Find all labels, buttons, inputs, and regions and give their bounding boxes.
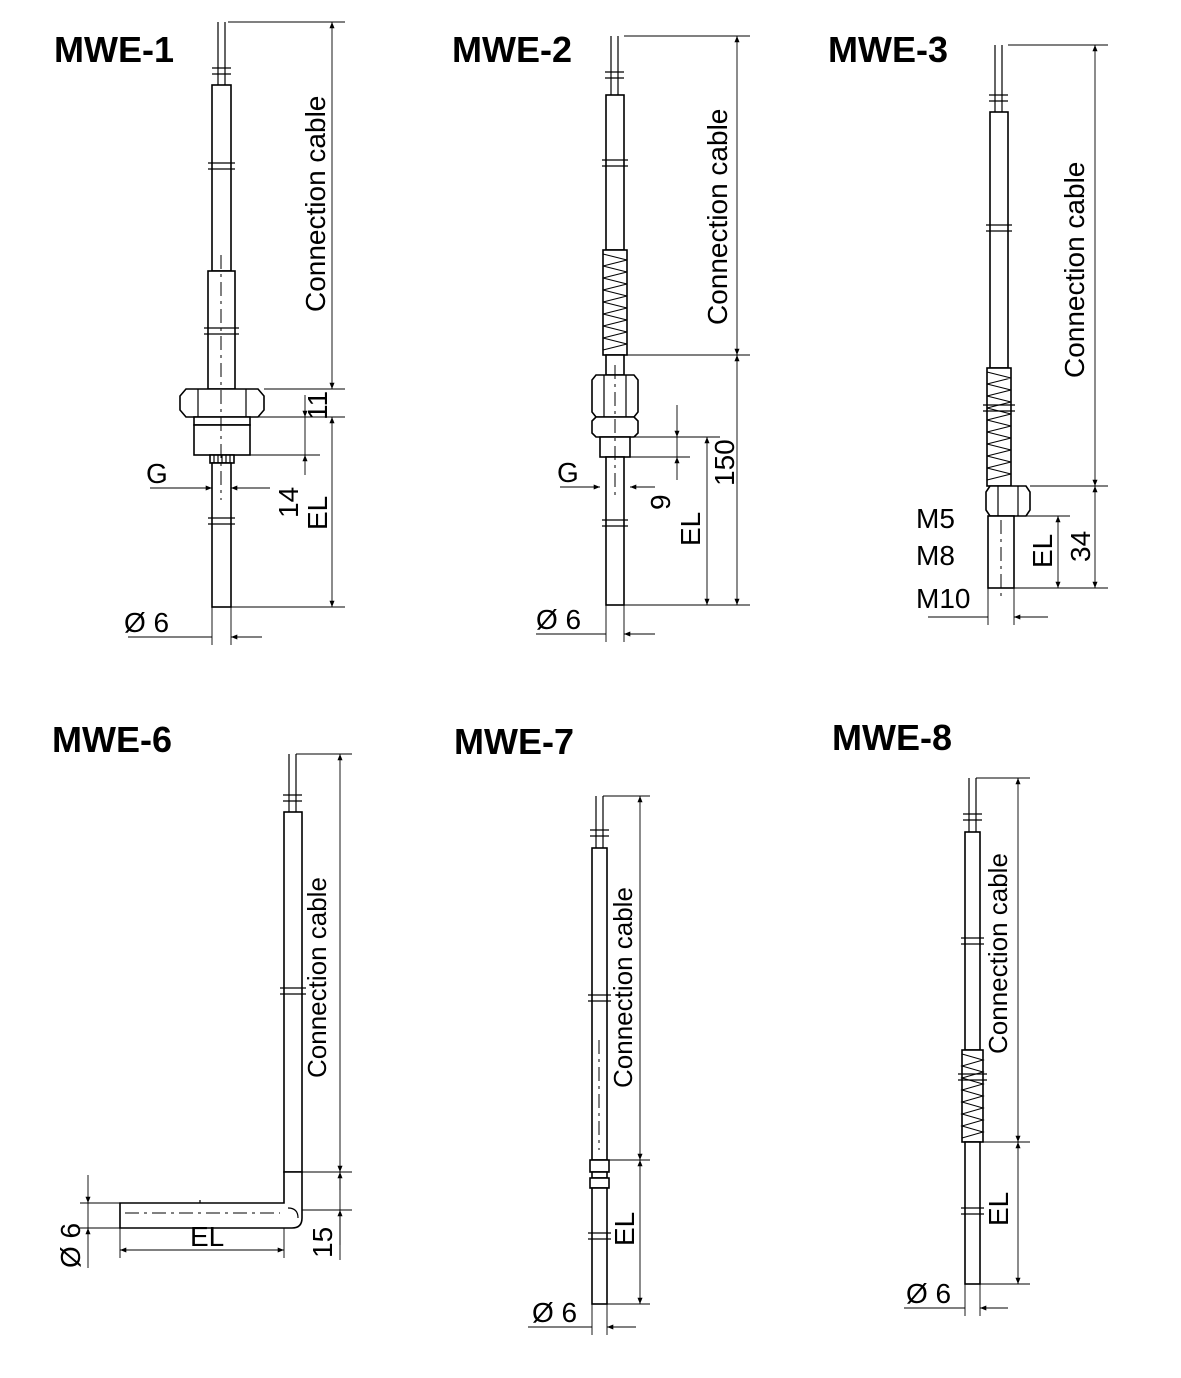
cable-label: Connection cable <box>702 109 733 325</box>
dim-15: 15 <box>307 1227 338 1258</box>
dim-9: 9 <box>645 494 676 510</box>
dim-el: EL <box>1027 534 1058 568</box>
cable-label: Connection cable <box>983 853 1013 1054</box>
cable-label: Connection cable <box>608 887 638 1088</box>
dim-14: 14 <box>273 487 304 518</box>
dim-diameter: Ø 6 <box>532 1297 577 1328</box>
dim-diameter: Ø 6 <box>906 1278 951 1309</box>
dim-g: G <box>146 458 168 489</box>
diagram-mwe-3: MWE-3 Connection cable 34 EL <box>828 29 1108 625</box>
cable-label: Connection cable <box>302 877 332 1078</box>
diagram-mwe-1: MWE-1 <box>54 21 345 645</box>
dim-el: EL <box>190 1221 224 1252</box>
dim-el: EL <box>983 1192 1014 1226</box>
diagram-mwe-2: MWE-2 <box>452 29 750 642</box>
diagram-mwe-8: MWE-8 Connection cable EL Ø 6 <box>832 717 1030 1316</box>
cable-label: Connection cable <box>1059 162 1090 378</box>
cable-label: Connection cable <box>300 96 331 312</box>
thread-m5: M5 <box>916 503 955 534</box>
dim-el: EL <box>302 496 333 530</box>
diagram-title: MWE-6 <box>52 719 172 760</box>
dim-diameter: Ø 6 <box>124 607 169 638</box>
thread-m8: M8 <box>916 540 955 571</box>
diagram-mwe-7: MWE-7 Connection cable EL Ø 6 <box>454 721 650 1335</box>
diagram-title: MWE-3 <box>828 29 948 70</box>
dim-diameter: Ø 6 <box>536 604 581 635</box>
dim-150: 150 <box>709 439 740 486</box>
dim-34: 34 <box>1065 531 1096 562</box>
dim-g: G <box>557 457 579 488</box>
diagram-title: MWE-8 <box>832 717 952 758</box>
dim-el: EL <box>675 512 706 546</box>
dim-diameter: Ø 6 <box>55 1223 86 1268</box>
diagram-title: MWE-1 <box>54 29 174 70</box>
dim-11: 11 <box>302 391 333 420</box>
diagram-title: MWE-2 <box>452 29 572 70</box>
dim-el: EL <box>609 1212 640 1246</box>
diagram-mwe-6: MWE-6 Connection cable 15 Ø 6 EL <box>52 719 352 1268</box>
thread-m10: M10 <box>916 583 970 614</box>
diagram-title: MWE-7 <box>454 721 574 762</box>
